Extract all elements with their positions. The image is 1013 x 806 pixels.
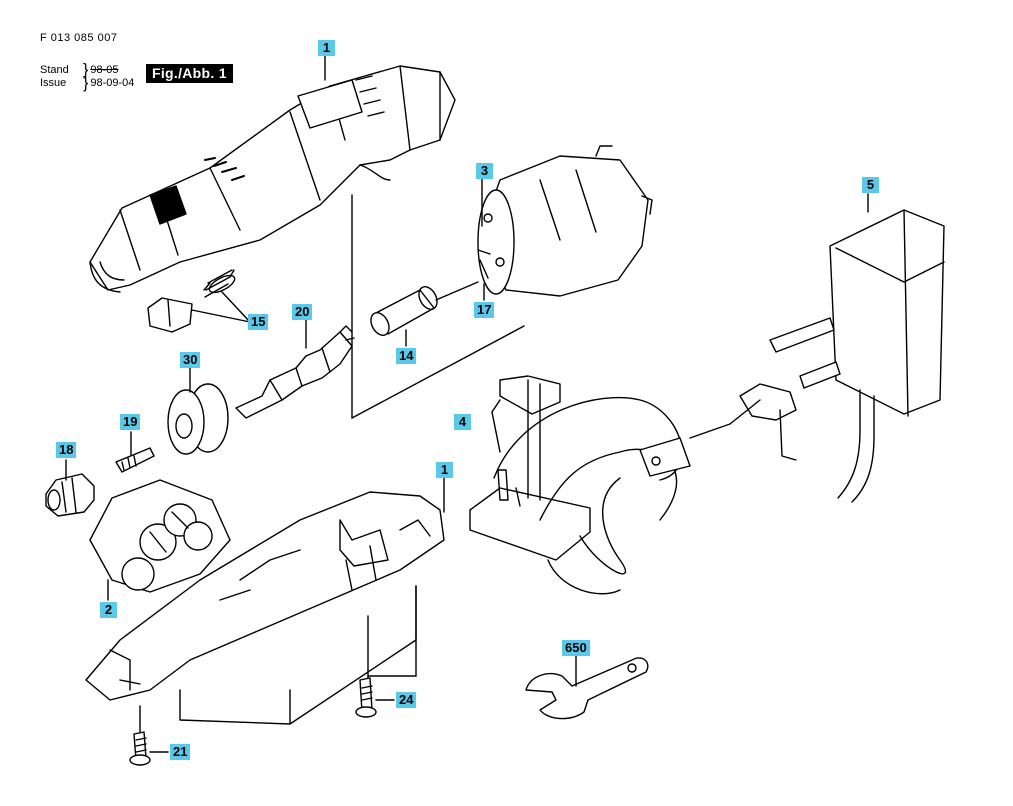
issue-label: Issue [40,77,67,89]
callout-24: 24 [396,692,417,708]
callout-1-bottom: 1 [436,462,453,478]
callout-650: 650 [562,640,590,656]
issue-row: Issue } 98-09-04 [40,74,135,93]
revision-block: Stand } 98-05 Issue } 98-09-04 [40,61,135,93]
callout-17: 17 [474,302,495,318]
charging-plug-drawing [689,383,797,461]
stand-value: 98-05 [90,64,119,76]
callout-1-top: 1 [318,40,335,56]
armature-shaft-drawing [235,325,355,419]
callout-18: 18 [56,442,77,458]
cap-ring-drawing [167,383,229,455]
screw-24-drawing [355,677,377,718]
screw-21-drawing [129,731,151,766]
brush-holder-drawing [147,269,236,333]
motor-drawing [477,145,653,297]
switch-board-drawing [469,375,691,595]
brace-icon: } [83,74,89,93]
document-code: F 013 085 007 [40,32,118,44]
stand-row: Stand } 98-05 [40,61,134,80]
issue-value: 98-09-04 [90,77,135,89]
callout-21: 21 [170,744,191,760]
callout-30: 30 [180,352,201,368]
sleeve-drawing [370,286,438,336]
callout-19: 19 [120,414,141,430]
charger-adapter-drawing [769,209,945,503]
brace-icon: } [83,61,89,80]
stand-label: Stand [40,64,69,76]
rotary-tool-body-drawing [89,65,456,293]
figure-label: Fig./Abb. 1 [146,64,233,83]
callout-4: 4 [454,414,471,430]
callout-5: 5 [862,177,879,193]
callout-15: 15 [248,314,269,330]
callout-14: 14 [396,348,417,364]
battery-pack-drawing [89,479,231,593]
callout-20: 20 [292,304,313,320]
collet-drawing [115,447,155,473]
callout-2: 2 [100,602,117,618]
collet-nut-drawing [45,473,95,517]
callout-3: 3 [476,163,493,179]
wrench-drawing [525,657,649,720]
